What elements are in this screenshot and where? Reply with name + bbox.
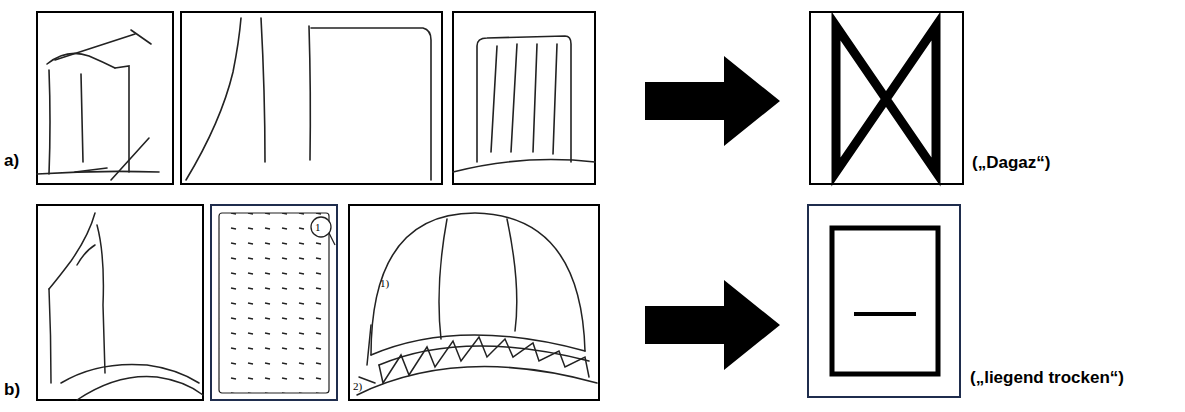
callout-number: 1) bbox=[380, 278, 389, 289]
symbol-name: („liegend trocken“) bbox=[970, 369, 1124, 386]
block-arrow bbox=[645, 280, 780, 370]
sketch-frame bbox=[349, 205, 599, 400]
callout-number: 1 bbox=[315, 222, 321, 233]
symbol-frame bbox=[808, 205, 960, 397]
sketch-frame bbox=[37, 205, 203, 400]
sketch-frame bbox=[37, 12, 173, 184]
row-label: a) bbox=[4, 152, 19, 169]
symbol-name: („Dagaz“) bbox=[972, 154, 1050, 171]
symbol-frame bbox=[810, 12, 963, 184]
sketch-frame bbox=[453, 12, 595, 184]
callout-number: 2) bbox=[353, 381, 362, 392]
row-label: b) bbox=[4, 381, 20, 398]
sketch-frame bbox=[211, 205, 337, 400]
sketch-frame bbox=[181, 12, 442, 184]
block-arrow bbox=[645, 56, 780, 146]
